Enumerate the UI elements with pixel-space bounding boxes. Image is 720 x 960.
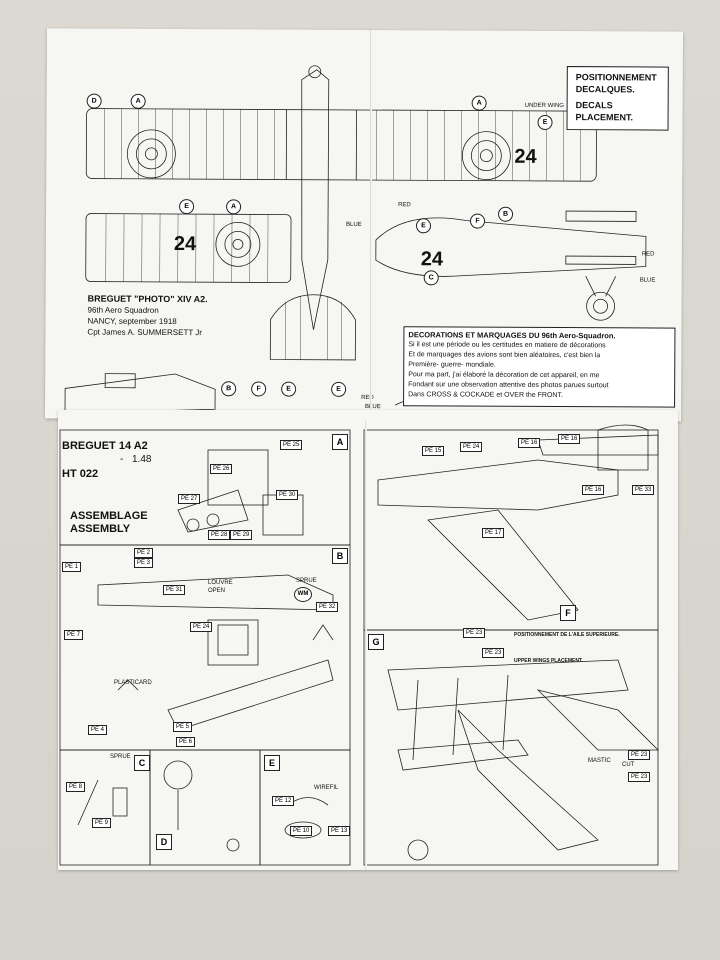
- decal-panel-title: POSITIONNEMENT DECALQUES. DECALS PLACEME…: [566, 66, 669, 131]
- kit-ref: HT 022: [62, 468, 99, 480]
- marker-e: E: [415, 218, 432, 234]
- part-tag: PE 33: [632, 485, 655, 495]
- decoration-line: Si il est une période ou les certitudes …: [408, 341, 606, 350]
- marker-a: A: [226, 199, 242, 215]
- part-tag: PE 23: [628, 772, 651, 782]
- marker-b: B: [221, 381, 237, 397]
- part-tag: PE 9: [92, 818, 112, 828]
- marker-a: A: [471, 95, 487, 111]
- part-tag: PE 16: [558, 434, 581, 444]
- sprue-label: SPRUE: [296, 578, 317, 584]
- part-tag: PE 24: [190, 622, 213, 632]
- color-label-blue: BLUE: [639, 277, 656, 284]
- part-tag: PE 26: [210, 464, 233, 474]
- part-tag: PE 1: [62, 562, 82, 572]
- step-f-label: F: [560, 605, 576, 621]
- assembly-sheet: BREGUET 14 A2 - 1.48 HT 022 ASSEMBLAGE A…: [58, 410, 678, 870]
- open-label: OPEN: [208, 588, 226, 594]
- marker-a: A: [130, 93, 146, 109]
- decal-placement-sheet: 24 24 24 D A A E E A E F B C B F E E UND…: [44, 28, 684, 422]
- kit-scale: 1.48: [132, 454, 152, 465]
- color-label-red: RED: [398, 202, 411, 209]
- kit-title: BREGUET 14 A2: [62, 440, 148, 452]
- part-tag: PE 13: [328, 826, 351, 836]
- part-tag: PE 27: [178, 494, 201, 504]
- marker-f: F: [251, 381, 267, 397]
- marker-d: D: [86, 93, 102, 109]
- marker-f: F: [469, 213, 486, 229]
- part-tag: PE 25: [280, 440, 303, 450]
- part-tag: PE 15: [422, 446, 445, 456]
- page-fold: [365, 420, 367, 870]
- step-e-label: E: [264, 755, 280, 771]
- caption-title: BREGUET "PHOTO" XIV A2.: [87, 293, 208, 305]
- part-tag: PE 4: [88, 725, 108, 735]
- part-tag: PE 7: [64, 630, 84, 640]
- page-fold: [370, 30, 372, 420]
- step-a-label: A: [332, 434, 348, 450]
- decoration-line: Fondant sur une observation attentive de…: [408, 381, 609, 390]
- aircraft-drawings: 24 24 24: [64, 65, 647, 414]
- marker-e: E: [179, 199, 195, 215]
- part-tag: PE 23: [463, 628, 486, 638]
- part-tag: PE 16: [582, 485, 605, 495]
- step-g-label: G: [368, 634, 384, 650]
- caption-location: NANCY, september 1918: [87, 316, 177, 327]
- section-title-en: ASSEMBLY: [70, 523, 131, 535]
- marker-b: B: [498, 206, 514, 222]
- marker-e: E: [537, 114, 553, 130]
- caption-pilot: Cpt James A. SUMMERSETT Jr: [87, 327, 203, 338]
- upper-wing-fr-note: POSITIONNEMENT DE L'AILE SUPERIEURE.: [514, 632, 620, 638]
- serial-wing-lower: 24: [174, 233, 197, 255]
- serial-fuselage: 24: [421, 248, 444, 270]
- decoration-heading: DECORATIONS ET MARQUAGES DU 96th Aero-Sq…: [408, 330, 616, 341]
- marker-e: E: [331, 381, 347, 397]
- part-tag: PE 23: [628, 750, 651, 760]
- part-tag: PE 10: [290, 826, 313, 836]
- cut-label: CUT: [622, 762, 635, 768]
- part-tag: PE 28: [208, 530, 231, 540]
- part-tag: PE 17: [482, 528, 505, 538]
- decoration-line: Dans CROSS & COCKADE et OVER the FRONT.: [408, 391, 563, 400]
- decoration-line: Pour ma part, j'ai élaboré la décoration…: [408, 371, 600, 380]
- wirefil-label: WIREFIL: [314, 785, 339, 791]
- part-tag: PE 29: [230, 530, 253, 540]
- upper-wing-en-note: UPPER WINGS PLACEMENT.: [514, 658, 583, 664]
- step-c-label: C: [134, 755, 150, 771]
- part-tag: PE 31: [163, 585, 186, 595]
- mastic-label: MASTIC: [588, 758, 611, 764]
- part-tag: PE 32: [316, 602, 339, 612]
- decoration-notes: DECORATIONS ET MARQUAGES DU 96th Aero-Sq…: [403, 326, 676, 408]
- part-tag: PE 16: [518, 438, 541, 448]
- part-tag: PE 6: [176, 737, 196, 747]
- decoration-line: Première- guerre- mondiale.: [408, 361, 496, 369]
- under-wing-label: UNDER WING: [524, 102, 564, 110]
- part-tag: PE 24: [460, 442, 483, 452]
- marker-c: C: [423, 270, 439, 286]
- marker-e: E: [281, 381, 297, 397]
- serial-wing-upper: 24: [514, 146, 537, 168]
- assembly-drawings: [59, 424, 659, 866]
- part-tag: PE 5: [173, 722, 193, 732]
- part-tag: PE 2: [134, 548, 154, 558]
- section-title-fr: ASSEMBLAGE: [70, 510, 148, 522]
- decoration-line: Et de marquages des avions sont bien alé…: [408, 351, 601, 360]
- part-tag: PE 3: [134, 558, 154, 568]
- step-d-label: D: [156, 834, 172, 850]
- plasticard-label: PLASTICARD: [114, 680, 152, 686]
- wm-marker: WM: [294, 587, 312, 602]
- step-b-label: B: [332, 548, 348, 564]
- louvre-label: LOUVRE: [208, 580, 233, 586]
- sprue-c-label: SPRUE: [110, 754, 131, 760]
- part-tag: PE 8: [66, 782, 86, 792]
- part-tag: PE 23: [482, 648, 505, 658]
- caption-squadron: 96th Aero Squadron: [87, 305, 159, 315]
- color-label-blue: BLUE: [345, 221, 362, 228]
- color-label-red: RED: [641, 251, 655, 258]
- kit-title-block: BREGUET 14 A2 - 1.48: [60, 438, 165, 474]
- part-tag: PE 30: [276, 490, 299, 500]
- scale-prefix: -: [120, 454, 124, 465]
- part-tag: PE 12: [272, 796, 295, 806]
